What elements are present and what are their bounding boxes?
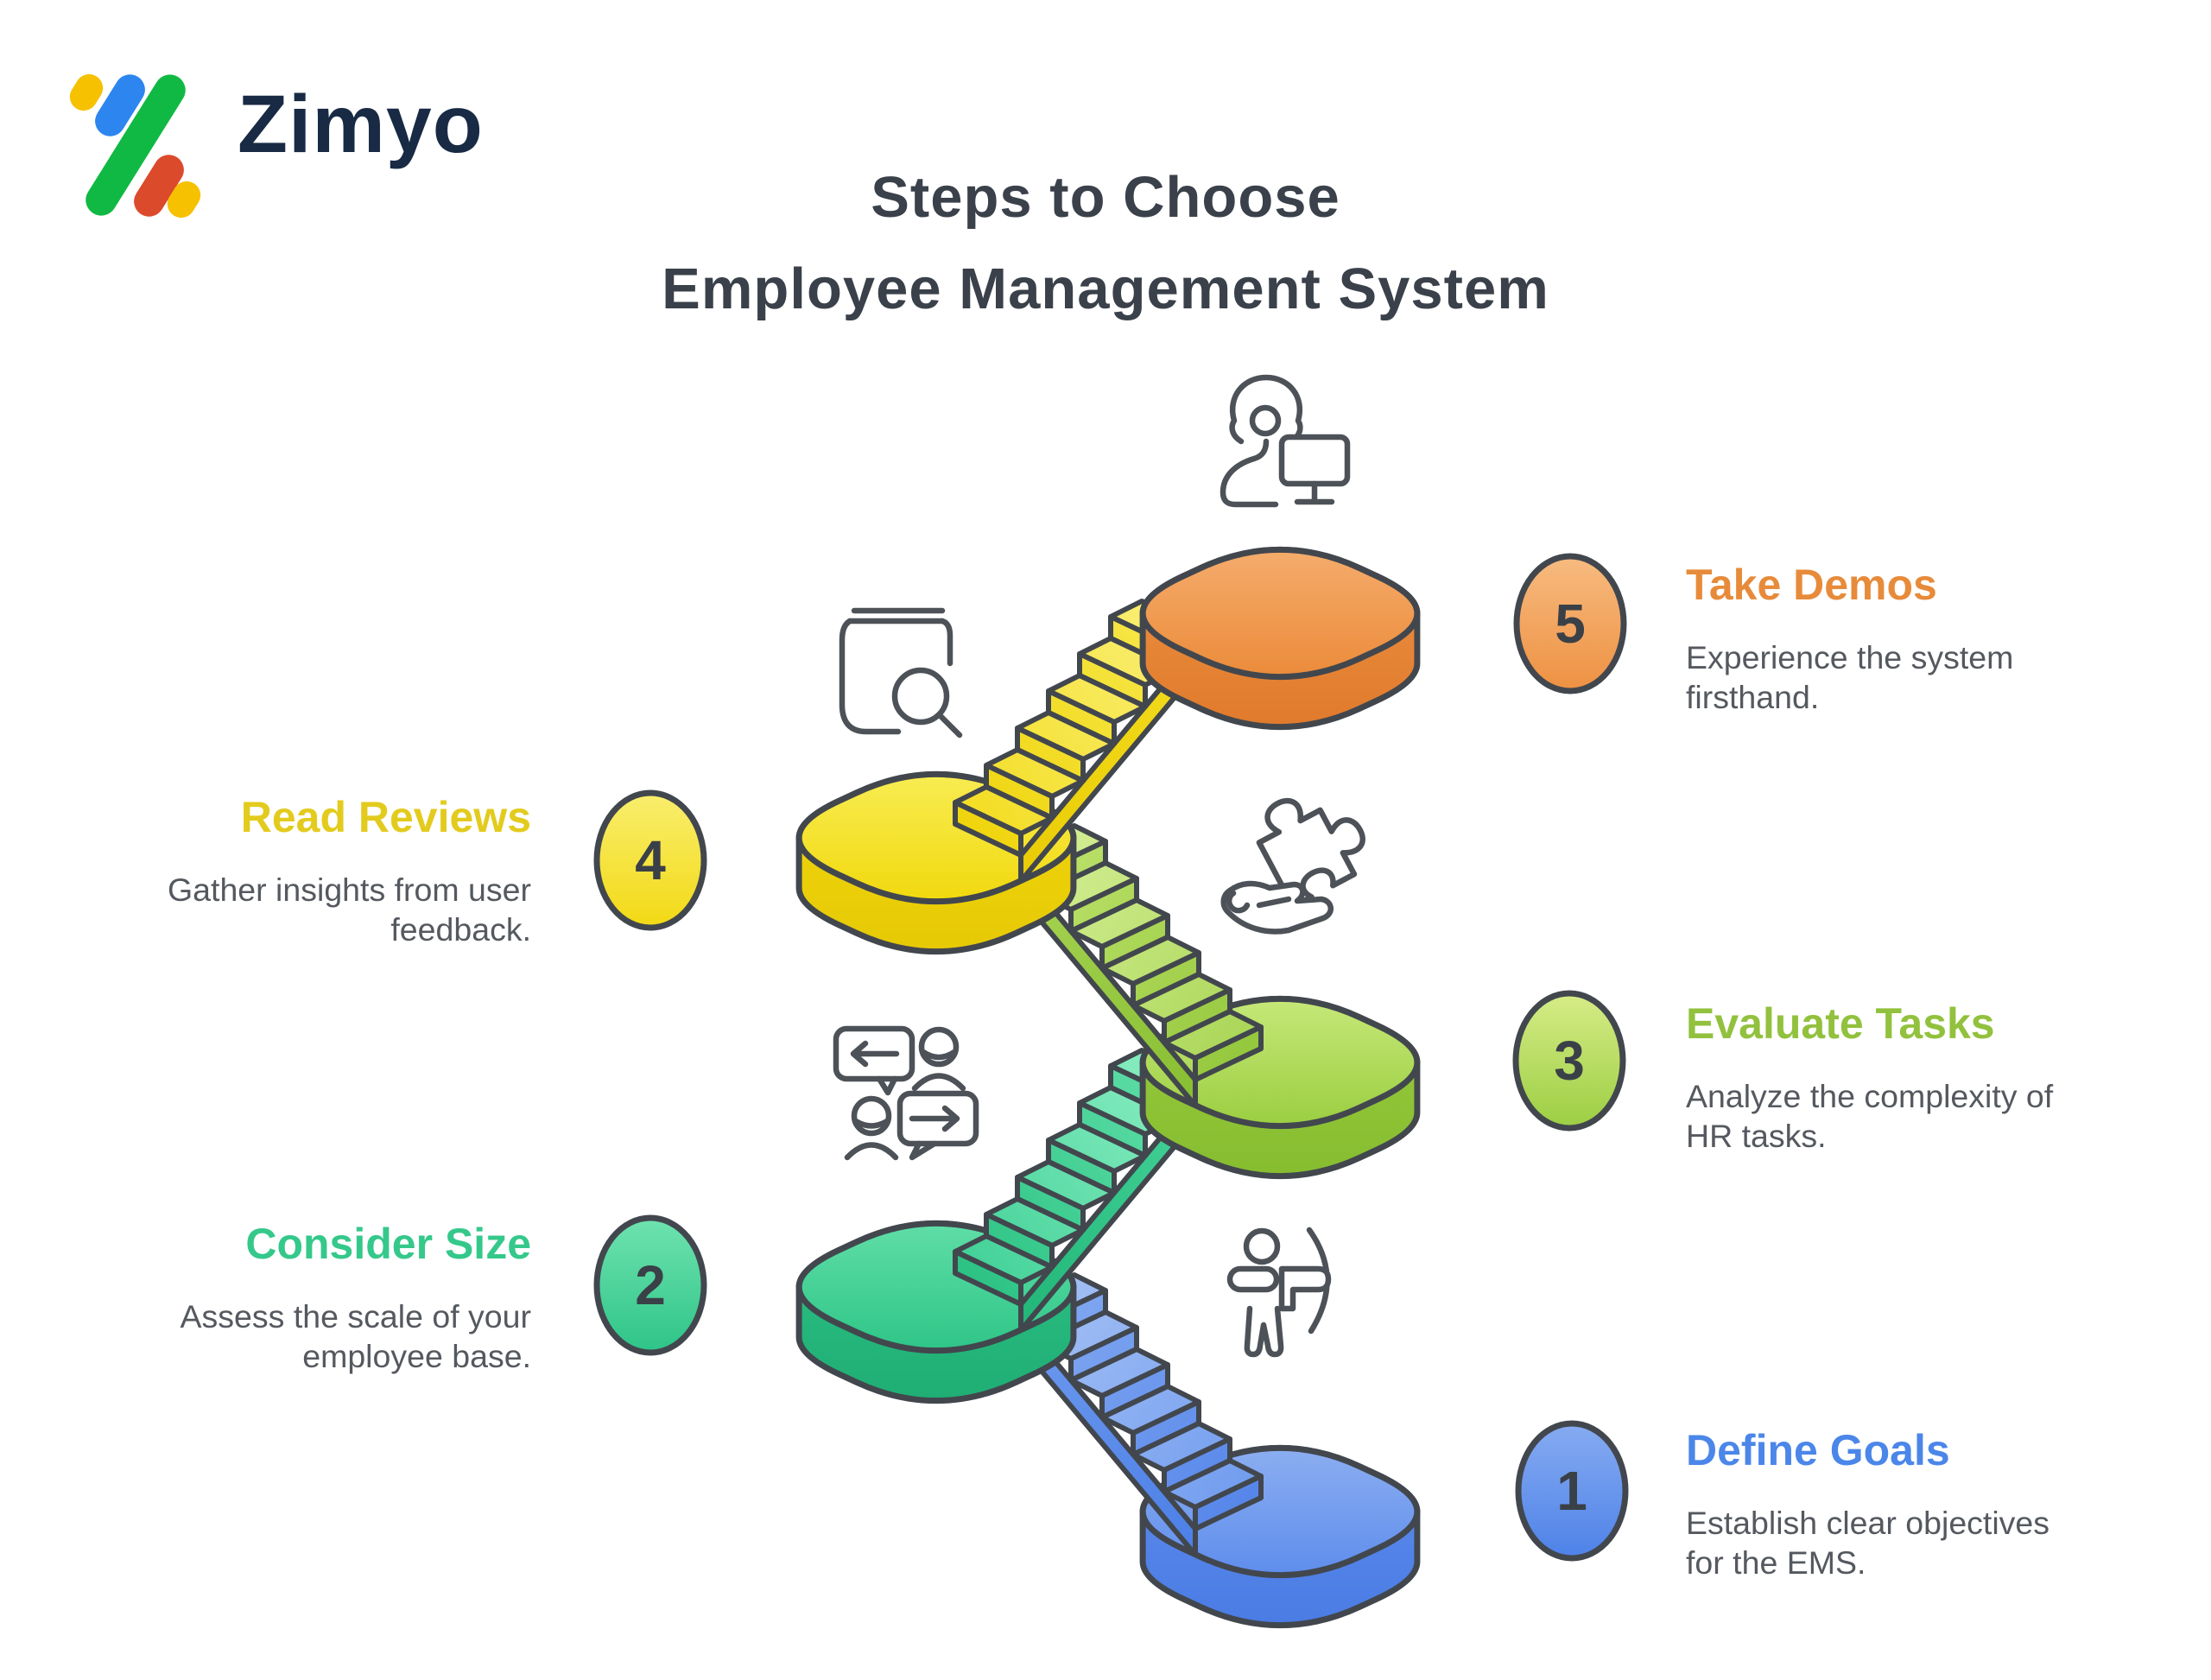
step-circle-3: 3 [1512, 990, 1626, 1132]
step-circle-2: 2 [593, 1214, 707, 1356]
step-circle-4: 4 [593, 789, 707, 931]
step-title: Consider Size [245, 1220, 531, 1268]
page-title-line1: Steps to Choose [871, 165, 1340, 230]
chat-people-icon [833, 1025, 979, 1161]
step-title: Evaluate Tasks [1686, 999, 1995, 1048]
step-title: Read Reviews [240, 793, 531, 841]
step-title: Take Demos [1686, 561, 1937, 609]
step-number: 3 [1554, 1030, 1585, 1092]
brand-name: Zimyo [238, 79, 484, 170]
page-title-line2: Employee Management System [662, 257, 1549, 321]
step-number: 4 [635, 829, 666, 891]
stairs-flight-1 [1006, 1272, 1264, 1557]
person-computer-icon [1220, 374, 1351, 508]
zimyo-logo-icon [69, 73, 201, 219]
zimyo-logo: Zimyo [60, 54, 544, 235]
step-number: 1 [1556, 1460, 1587, 1522]
page-title: Steps to Choose Employee Management Syst… [0, 152, 2211, 335]
step-number: 2 [635, 1254, 666, 1316]
staircase-illustration [795, 546, 1421, 1629]
puzzle-hand-icon [1220, 797, 1365, 935]
step-title: Define Goals [1686, 1426, 1950, 1474]
step-block-3: Evaluate Tasks Analyze the complexity of… [1686, 998, 2178, 1156]
archer-bow-icon [1226, 1227, 1332, 1358]
step-circle-5: 5 [1513, 553, 1627, 694]
step-circle-1: 1 [1515, 1420, 1629, 1562]
platform-step-5 [1139, 546, 1421, 731]
step-number: 5 [1555, 593, 1586, 655]
book-search-icon [839, 607, 963, 739]
